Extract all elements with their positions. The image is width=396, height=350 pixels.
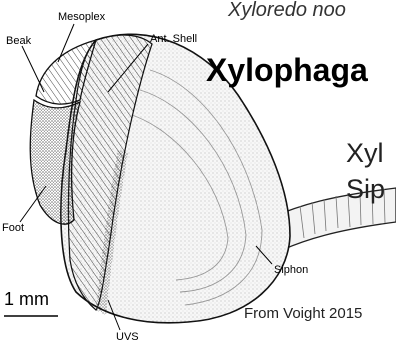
siphon-label: Siphon	[274, 265, 308, 276]
image-credit: From Voight 2015	[244, 306, 362, 321]
foot-label: Foot	[2, 223, 24, 234]
body-line-1: Xyl	[346, 140, 384, 167]
page-heading: Xylophaga	[206, 54, 368, 86]
body-line-2: Sip	[346, 176, 385, 203]
ant-shell-label: Ant. Shell	[150, 34, 197, 45]
scale-bar-label: 1 mm	[4, 290, 49, 308]
species-name-top: Xyloredo noo	[228, 0, 346, 20]
uvs-label: UVS	[116, 332, 139, 343]
beak-label: Beak	[6, 36, 31, 47]
mesoplex-label: Mesoplex	[58, 12, 105, 23]
